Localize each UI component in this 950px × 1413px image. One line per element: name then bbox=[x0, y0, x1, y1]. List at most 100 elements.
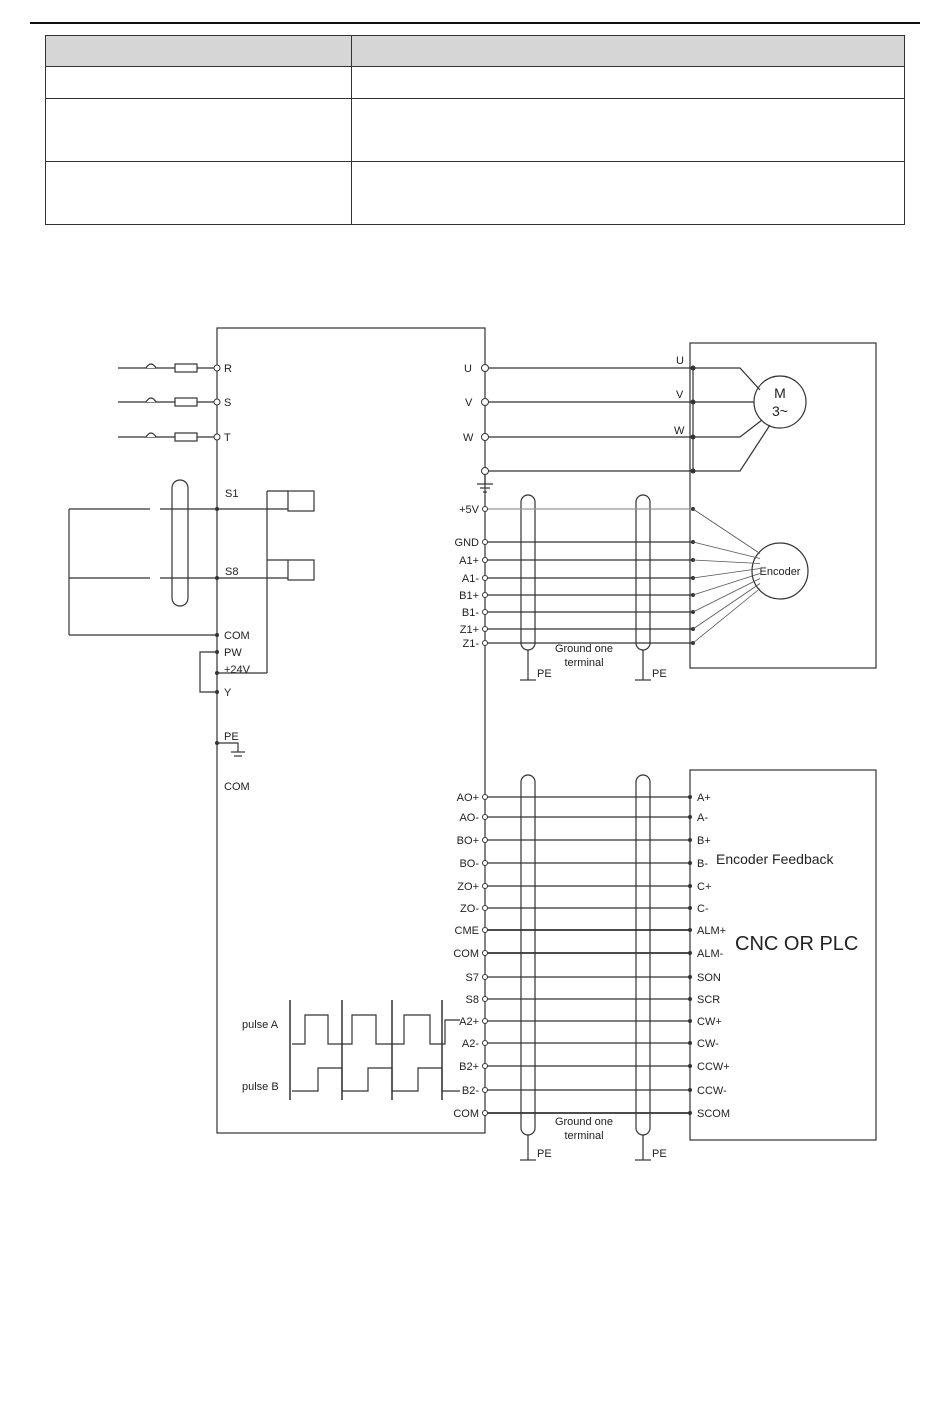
plc-terminal-label: ALM+ bbox=[697, 925, 726, 937]
plc-terminal-label: SON bbox=[697, 972, 721, 984]
terminal-dot bbox=[690, 365, 696, 371]
terminal-dot bbox=[482, 1040, 488, 1046]
drive-terminal-label: ZO+ bbox=[457, 881, 479, 893]
motor-v-label: V bbox=[676, 389, 684, 401]
terminal-dot bbox=[482, 927, 488, 933]
encoder-feedback-label: Encoder Feedback bbox=[716, 851, 835, 867]
ground-note-2b: terminal bbox=[564, 1130, 603, 1142]
encoder-terminal-label: B1- bbox=[462, 607, 479, 619]
terminal-dot bbox=[482, 860, 488, 866]
pe-label-3: PE bbox=[537, 1148, 552, 1160]
terminal-dot bbox=[688, 884, 692, 888]
spec-table bbox=[45, 35, 905, 225]
motor-u-label: U bbox=[676, 355, 684, 367]
terminal-dot bbox=[482, 1087, 488, 1093]
terminal-dot bbox=[482, 905, 488, 911]
terminal-s8: S8 bbox=[225, 566, 238, 578]
terminal-dot bbox=[688, 906, 692, 910]
terminal-dot bbox=[688, 1088, 692, 1092]
terminal-dot bbox=[482, 609, 488, 615]
drive-u-label: U bbox=[464, 363, 472, 375]
drive-terminal-label: COM bbox=[453, 1108, 479, 1120]
ground-note-1: Ground one bbox=[555, 643, 613, 655]
plc-terminal-label: SCOM bbox=[697, 1108, 730, 1120]
terminal-dot bbox=[690, 434, 696, 440]
terminal-dot bbox=[688, 928, 692, 932]
top-rule bbox=[30, 22, 920, 24]
terminal-com: COM bbox=[224, 630, 250, 642]
table-header-row bbox=[45, 35, 905, 67]
cnc-title: CNC OR PLC bbox=[735, 933, 858, 955]
terminal-dot bbox=[481, 433, 489, 441]
drive-terminal-label: S8 bbox=[466, 994, 479, 1006]
plc-terminal-label: CCW+ bbox=[697, 1061, 730, 1073]
terminal-dot bbox=[213, 433, 221, 441]
encoder-terminal-label: GND bbox=[455, 537, 480, 549]
encoder-terminal-label: Z1+ bbox=[460, 624, 479, 636]
terminal-dot bbox=[482, 883, 488, 889]
terminal-dot bbox=[482, 626, 488, 632]
terminal-dot bbox=[688, 1019, 692, 1023]
terminal-dot bbox=[481, 398, 489, 406]
terminal-dot bbox=[482, 557, 488, 563]
terminal-dot bbox=[215, 741, 219, 745]
terminal-dot bbox=[215, 507, 219, 511]
terminal-dot bbox=[482, 837, 488, 843]
drive-terminal-label: AO+ bbox=[457, 792, 479, 804]
terminal-dot bbox=[688, 951, 692, 955]
drive-terminal-label: BO+ bbox=[457, 835, 479, 847]
terminal-dot bbox=[482, 1063, 488, 1069]
terminal-t: T bbox=[224, 432, 231, 444]
motor-w-label: W bbox=[674, 425, 685, 437]
terminal-y: Y bbox=[224, 687, 232, 699]
plc-terminal-label: SCR bbox=[697, 994, 720, 1006]
plc-terminal-label: C- bbox=[697, 903, 709, 915]
plc-terminal-label: CW- bbox=[697, 1038, 719, 1050]
terminal-dot bbox=[482, 506, 488, 512]
motor-box bbox=[689, 342, 877, 669]
terminal-s1: S1 bbox=[225, 488, 238, 500]
terminal-dot bbox=[215, 650, 219, 654]
terminal-dot bbox=[482, 950, 488, 956]
plc-terminal-label: ALM- bbox=[697, 948, 724, 960]
encoder-fan-wire bbox=[692, 583, 761, 630]
encoder-fan-wire bbox=[692, 578, 761, 613]
encoder-terminal-label: A1- bbox=[462, 573, 479, 585]
plc-terminal-label: CCW- bbox=[697, 1085, 727, 1097]
encoder-terminal-label: Z1- bbox=[463, 638, 480, 650]
drive-terminal-label: A2- bbox=[462, 1038, 479, 1050]
terminal-dot bbox=[482, 539, 488, 545]
encoder-fan-wire bbox=[692, 573, 761, 596]
plc-terminal-label: A- bbox=[697, 812, 708, 824]
plc-terminal-label: B- bbox=[697, 858, 708, 870]
terminal-pe: PE bbox=[224, 731, 239, 743]
drive-terminal-label: CME bbox=[455, 925, 479, 937]
terminal-dot bbox=[215, 576, 219, 580]
terminal-s: S bbox=[224, 397, 231, 409]
drive-terminal-label: S7 bbox=[466, 972, 479, 984]
terminal-dot bbox=[688, 1111, 692, 1115]
drive-terminal-label: B2+ bbox=[459, 1061, 479, 1073]
drive-body bbox=[216, 327, 486, 1134]
terminal-dot bbox=[482, 794, 488, 800]
pe-label-2: PE bbox=[652, 668, 667, 680]
ground-note-1b: terminal bbox=[564, 657, 603, 669]
terminal-dot bbox=[215, 671, 219, 675]
terminal-dot bbox=[482, 996, 488, 1002]
terminal-dot bbox=[482, 1110, 488, 1116]
terminal-dot bbox=[481, 364, 489, 372]
pe-label-1: PE bbox=[537, 668, 552, 680]
terminal-dot bbox=[482, 974, 488, 980]
terminal-dot bbox=[215, 690, 219, 694]
terminal-dot bbox=[213, 364, 221, 372]
terminal-dot bbox=[482, 640, 488, 646]
plc-terminal-label: A+ bbox=[697, 792, 711, 804]
encoder-terminal-label: +5V bbox=[459, 504, 480, 516]
drive-terminal-label: B2- bbox=[462, 1085, 479, 1097]
plc-terminal-label: B+ bbox=[697, 835, 711, 847]
terminal-dot bbox=[690, 468, 696, 474]
pe-label-4: PE bbox=[652, 1148, 667, 1160]
pulse-a-label: pulse A bbox=[242, 1019, 279, 1031]
terminal-dot bbox=[688, 1064, 692, 1068]
